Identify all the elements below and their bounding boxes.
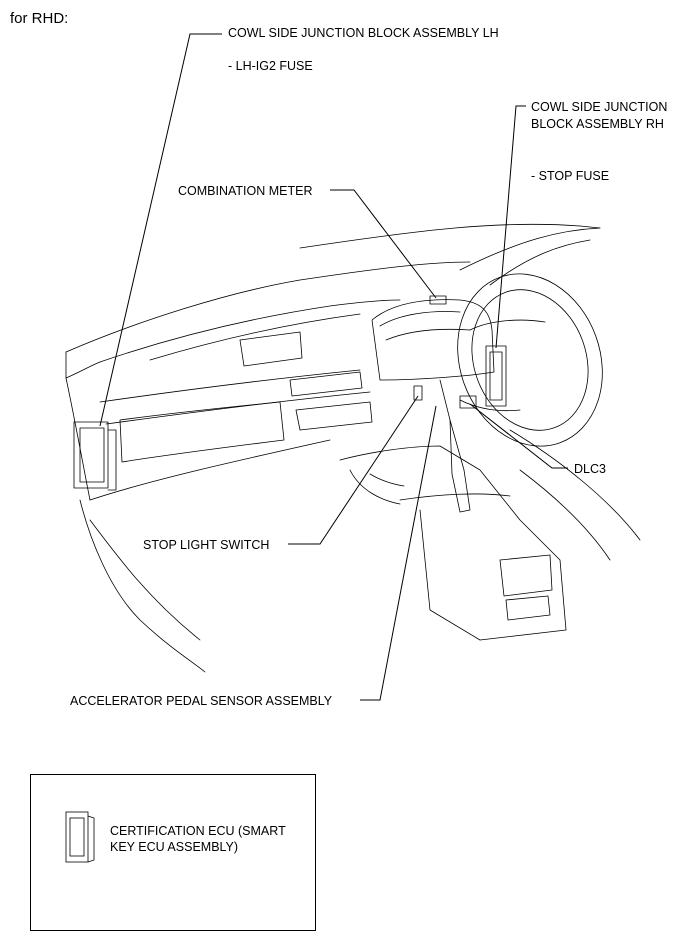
label-cowl-lh-fuse: - LH-IG2 FUSE xyxy=(228,59,313,73)
windshield-lower-edge xyxy=(299,223,581,249)
leader-cowl-rh xyxy=(495,105,526,349)
label-cowl-rh-title-2: BLOCK ASSEMBLY RH xyxy=(531,117,664,131)
label-accelerator-pedal: ACCELERATOR PEDAL SENSOR ASSEMBLY xyxy=(70,694,333,708)
label-cowl-rh-title-1: COWL SIDE JUNCTION xyxy=(531,100,668,114)
legend-line-1: CERTIFICATION ECU (SMART xyxy=(110,824,286,838)
page-heading: for RHD: xyxy=(10,10,69,27)
label-combination-meter: COMBINATION METER xyxy=(178,184,313,198)
combination-meter-shape xyxy=(371,299,495,381)
dlc3-connector xyxy=(459,395,477,409)
label-stop-light-switch: STOP LIGHT SWITCH xyxy=(143,538,270,552)
cowl-rh-block xyxy=(485,345,507,407)
center-console xyxy=(339,445,567,641)
leader-stop-light-switch xyxy=(288,395,419,545)
cowl-lh-block xyxy=(73,421,109,489)
leader-combination-meter xyxy=(330,189,437,299)
label-cowl-rh-fuse: - STOP FUSE xyxy=(531,169,610,183)
leader-dlc3 xyxy=(469,403,568,469)
leader-cowl-lh xyxy=(99,33,222,427)
accelerator-pedal xyxy=(449,419,471,513)
legend-line-2: KEY ECU ASSEMBLY) xyxy=(110,840,239,854)
legend-box: CERTIFICATION ECU (SMART KEY ECU ASSEMBL… xyxy=(30,774,316,931)
center-vent xyxy=(239,331,303,367)
dashboard-top xyxy=(65,261,471,353)
steering-wheel xyxy=(457,273,603,447)
leader-accelerator-pedal xyxy=(360,405,437,701)
legend-text: CERTIFICATION ECU (SMART KEY ECU ASSEMBL… xyxy=(110,823,286,855)
label-dlc3: DLC3 xyxy=(574,462,606,476)
certification-ecu-icon xyxy=(65,811,95,863)
label-cowl-lh-title: COWL SIDE JUNCTION BLOCK ASSEMBLY LH xyxy=(228,26,499,40)
